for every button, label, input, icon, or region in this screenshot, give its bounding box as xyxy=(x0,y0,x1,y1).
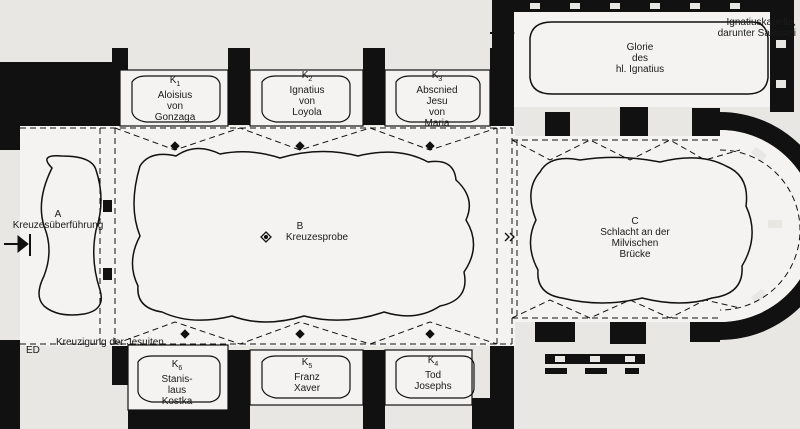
label-k6-num: 6 xyxy=(178,365,183,372)
label-a-letter: A xyxy=(54,209,62,220)
label-a-text: Kreuzesüberführung xyxy=(12,220,104,231)
label-k3-line1: Abscnied xyxy=(416,85,458,96)
label-k5-line2: Xaver xyxy=(293,383,321,394)
label-b-letter: B xyxy=(296,221,304,232)
label-k6-line3: Kostka xyxy=(161,396,193,407)
label-k4-line1: Tod xyxy=(424,370,442,381)
label-k3-mark: K xyxy=(431,70,439,81)
label-a: A Kreuzesüberführung xyxy=(8,209,108,231)
label-c: C Schlacht an der Milvischen Brücke xyxy=(590,216,680,260)
label-k1-num: 1 xyxy=(176,81,181,88)
label-k2-line3: Loyola xyxy=(292,107,322,118)
south-steps xyxy=(545,368,639,374)
label-k1-line1: Aloisius xyxy=(157,90,193,101)
label-b: B Kreuzesprobe xyxy=(250,221,350,243)
label-glorie-line2: des xyxy=(631,53,649,64)
label-c-letter: C xyxy=(631,216,639,227)
label-k1-mark: K xyxy=(169,75,177,86)
label-ed-text: ED xyxy=(26,345,40,356)
label-k2-num: 2 xyxy=(308,76,313,83)
entrance-arrow-west xyxy=(4,234,31,256)
label-glorie: Glorie des hl. Ignatius xyxy=(600,42,680,75)
direction-markers xyxy=(170,141,515,339)
label-k3-line2: Jesu xyxy=(426,96,448,107)
label-c-line1: Schlacht an der xyxy=(600,227,670,238)
label-glorie-line3: hl. Ignatius xyxy=(615,64,665,75)
label-k4: K4 Tod Josephs xyxy=(398,355,468,392)
chapel-wall-notches xyxy=(530,3,786,362)
label-c-line2: Milvischen xyxy=(611,238,659,249)
label-c-line3: Brücke xyxy=(619,249,651,260)
posts xyxy=(103,200,112,280)
label-kreuzigung: Kreuzigung der Jesuiten xyxy=(56,337,164,348)
apse-windows xyxy=(751,146,782,304)
label-k2-line2: von xyxy=(298,96,316,107)
label-k3: K3 Abscnied Jesu von Maria xyxy=(402,70,472,129)
label-kapelle-line2: darunter Sakristei xyxy=(717,28,796,39)
label-kapelle-line1: Ignatiuskapelle, xyxy=(726,17,797,28)
label-k3-num: 3 xyxy=(438,76,443,83)
fresco-outlines xyxy=(38,147,753,323)
label-k6: K6 Stanis- laus Kostka xyxy=(142,359,212,407)
label-kreuzigung-text: Kreuzigung der Jesuiten xyxy=(56,337,164,348)
chapel-frames xyxy=(131,21,769,403)
label-k6-mark: K xyxy=(171,359,179,370)
label-k5: K5 Franz Xaver xyxy=(272,357,342,394)
label-k5-mark: K xyxy=(301,357,309,368)
entrance-arrow-chapel xyxy=(490,23,515,43)
label-k1-line3: Gonzaga xyxy=(154,112,196,123)
label-k4-num: 4 xyxy=(434,361,439,368)
label-k1: K1 Aloisius von Gonzaga xyxy=(140,75,210,123)
label-k1-line2: von xyxy=(166,101,184,112)
label-b-text: Kreuzesprobe xyxy=(285,232,349,243)
label-k3-line3: von xyxy=(428,107,446,118)
label-k4-mark: K xyxy=(427,355,435,366)
label-ed: ED xyxy=(26,345,40,356)
label-k6-line1: Stanis- xyxy=(161,374,193,385)
label-k3-line4: Maria xyxy=(424,118,450,129)
label-k5-num: 5 xyxy=(308,363,313,370)
label-k2: K2 Ignatius von Loyola xyxy=(272,70,342,118)
label-glorie-line1: Glorie xyxy=(626,42,654,53)
label-k4-line2: Josephs xyxy=(414,381,452,392)
label-k5-line1: Franz xyxy=(294,372,320,383)
label-k2-mark: K xyxy=(301,70,309,81)
label-k6-line2: laus xyxy=(167,385,187,396)
label-k2-line1: Ignatius xyxy=(289,85,325,96)
label-ignatiuskapelle: Ignatiuskapelle, darunter Sakristei xyxy=(668,17,796,39)
